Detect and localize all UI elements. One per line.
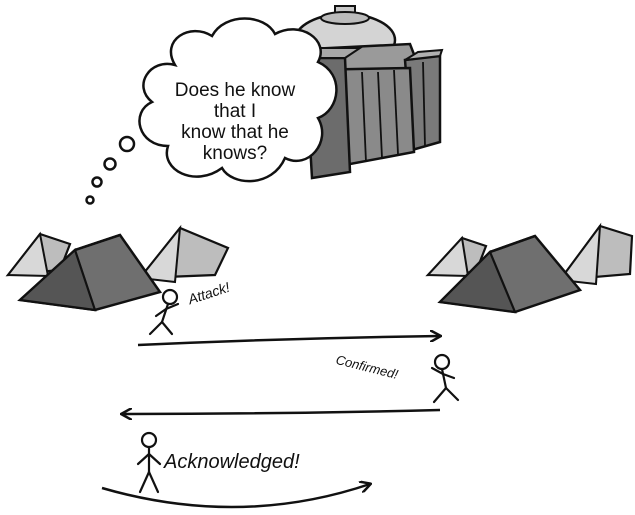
tent [557,222,634,286]
thought-bubble [85,17,338,205]
right-camp [425,222,634,314]
thought-line: knows? [202,143,268,164]
tent [5,231,72,278]
thought-bubble-text: Does he know that I know that he knows? [170,80,300,164]
arrow-confirmed [122,410,441,414]
tent [425,235,488,278]
tent [437,234,583,314]
thought-line: that I [213,101,257,122]
acknowledged-label: Acknowledged! [164,451,300,473]
tent [17,233,163,312]
messenger-acknowledged [136,431,162,494]
messenger-confirmed [430,353,460,404]
arrow-attack [137,336,440,347]
thought-line: Does he know [174,80,296,101]
thought-line: know that he [181,122,289,143]
left-camp [5,224,230,312]
messenger-attack [148,288,180,336]
tent [137,224,230,284]
arrow-acknowledged [101,484,370,509]
